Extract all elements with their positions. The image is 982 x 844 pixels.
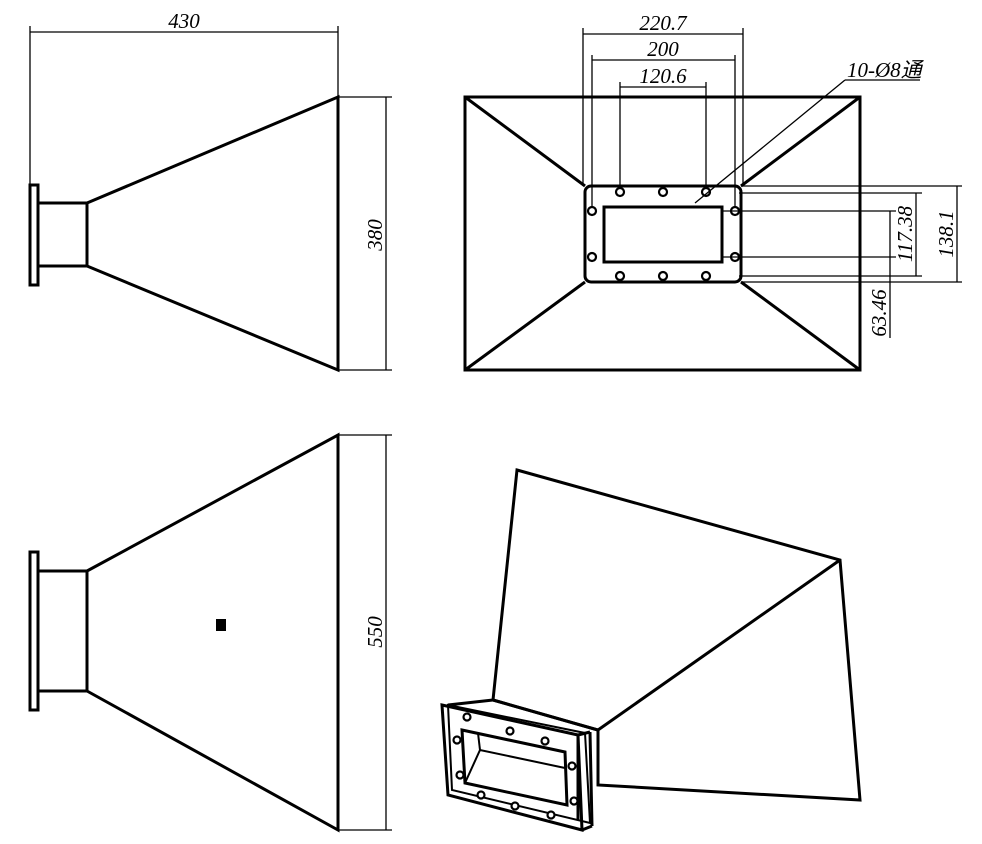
isometric-view	[440, 468, 862, 832]
dim-label-flange-outer-height: 138.1	[934, 210, 958, 257]
dim-550: 550	[338, 434, 392, 831]
side-view-top	[28, 94, 340, 373]
dim-430: 430	[29, 9, 339, 185]
dim-label-side-height: 380	[363, 219, 387, 252]
dim-label-hole-note: 10-Ø8通	[847, 58, 925, 82]
dim-label-flange-outer-width: 220.7	[639, 11, 688, 35]
hole-callout: 10-Ø8通	[694, 58, 925, 204]
dim-label-flange-bolt-spacing-vertical: 117.38	[893, 205, 917, 262]
dim-220-7: 220.7	[582, 11, 744, 186]
front-view	[463, 95, 862, 372]
dim-label-flange-bolt-spacing: 200	[647, 37, 679, 61]
dim-label-aperture-height: 63.46	[867, 289, 891, 337]
dim-117-38: 117.38	[739, 192, 922, 277]
dim-200: 200	[591, 37, 736, 207]
side-view-bottom	[28, 432, 340, 833]
feed-marker	[216, 619, 226, 631]
dim-label-side-length: 430	[168, 9, 200, 33]
dim-380: 380	[338, 96, 392, 371]
dim-63-46: 63.46	[722, 210, 896, 338]
dim-138-1: 138.1	[741, 185, 962, 283]
bolt-holes	[586, 186, 741, 282]
dim-label-aperture-width: 120.6	[639, 64, 687, 88]
dim-label-bottom-height: 550	[363, 616, 387, 648]
dim-120-6: 120.6	[619, 64, 707, 188]
